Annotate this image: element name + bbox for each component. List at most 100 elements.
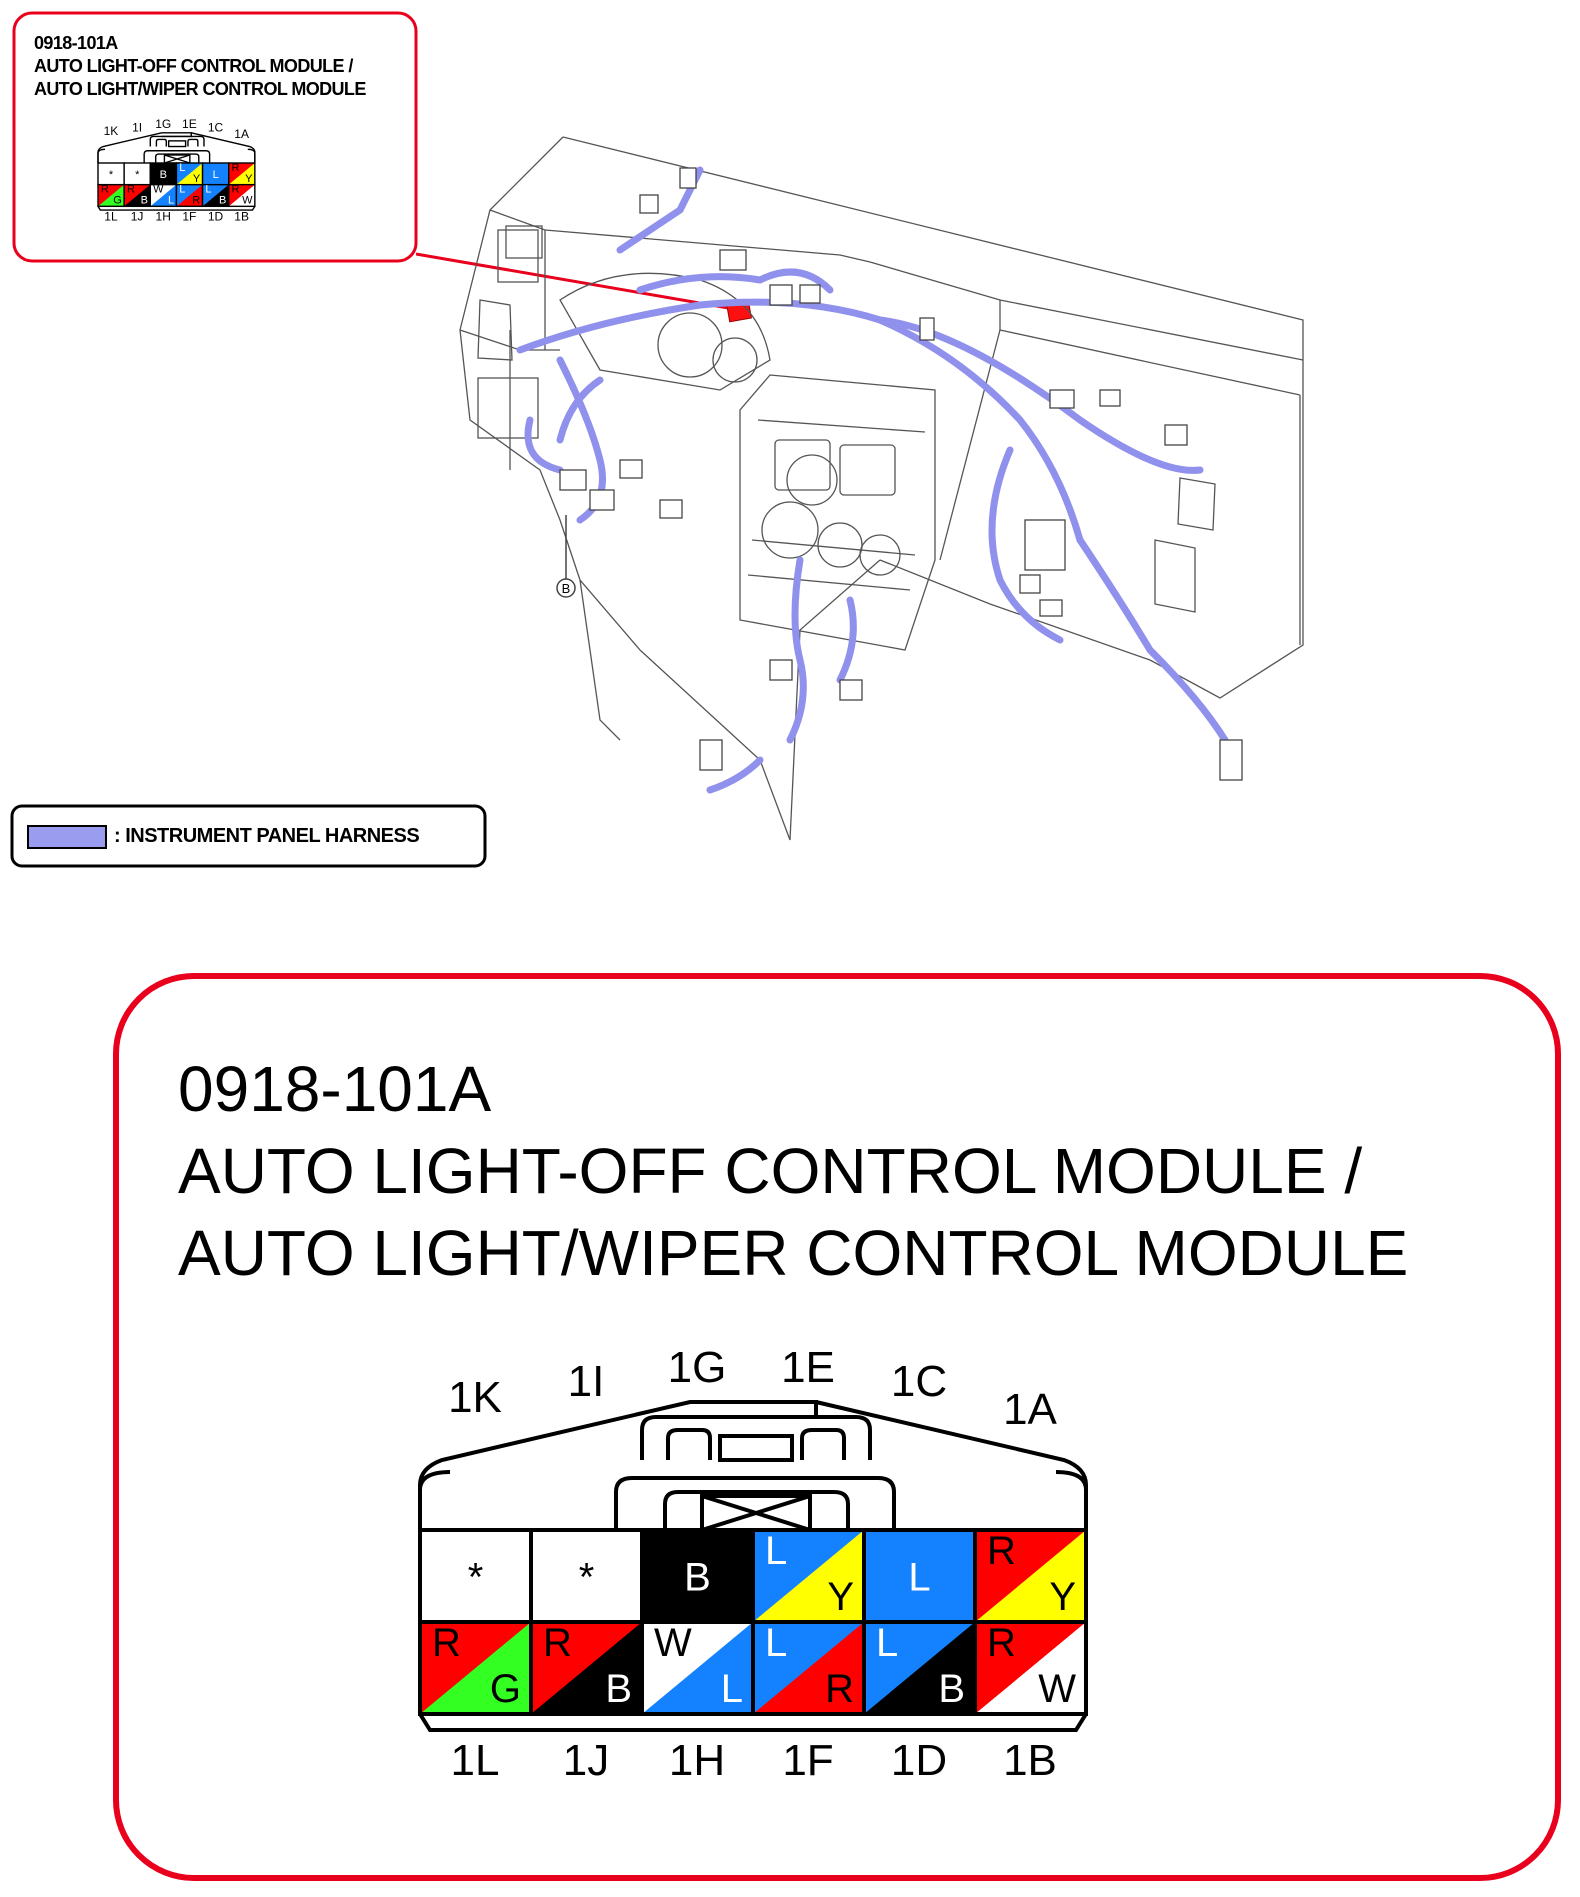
- instrument-panel-harness: [516, 166, 1229, 794]
- pin-wire-color-1J: R: [543, 1621, 572, 1665]
- pin-wire-color-1E: L: [179, 162, 185, 174]
- pin-stripe-1A: [975, 1530, 1086, 1622]
- pin-cell-1G: [150, 163, 177, 185]
- pin-wire-color-1H: W: [153, 184, 164, 196]
- connector-top-bump-left: [666, 1428, 712, 1460]
- pin-stripe-color-1J: B: [141, 195, 148, 207]
- connector-top-ridge: [640, 1415, 872, 1460]
- pin-stripe-1B: [975, 1622, 1086, 1714]
- pin-wire-color-1G: B: [684, 1555, 711, 1599]
- pin-label-1F: 1F: [182, 210, 196, 224]
- connector-top-slot: [167, 140, 187, 148]
- pin-wire-color-1C: L: [908, 1555, 930, 1599]
- pin-stripe-1E: [753, 1530, 864, 1622]
- pin-stripe-1H: [150, 184, 177, 207]
- connector-top-bump-left: [155, 138, 167, 147]
- connector-bottom-edge: [418, 1712, 1088, 1732]
- legend-frame: [10, 804, 487, 868]
- pin-border-1B: [973, 1620, 1088, 1716]
- pin-cell-1C: [864, 1530, 975, 1622]
- pin-stripe-1F: [753, 1622, 864, 1714]
- pin-cell-1C: [202, 163, 229, 185]
- pin-wire-color-1B: R: [232, 184, 240, 196]
- ground-marker-circle: [556, 578, 576, 598]
- connector-top-bump-right: [187, 138, 199, 147]
- pin-label-1G: 1G: [155, 117, 171, 131]
- pin-wire-color-1K: *: [468, 1555, 484, 1599]
- pin-label-1H: 1H: [156, 210, 171, 224]
- pin-cell-1I: [124, 163, 151, 185]
- connector-left-ear: [97, 148, 106, 163]
- pin-wire-color-1F: L: [765, 1621, 787, 1665]
- pin-stripe-1J: [531, 1622, 642, 1714]
- thumbnail-module-line-2: AUTO LIGHT/WIPER CONTROL MODULE: [34, 79, 366, 99]
- pin-wire-color-1I: *: [135, 169, 140, 181]
- pin-label-1B: 1B: [234, 210, 249, 224]
- connector-left-ear: [418, 1470, 451, 1530]
- harness-connectors: [559, 167, 1243, 781]
- connector-right-ear: [1055, 1470, 1088, 1530]
- pin-stripe-1B: [228, 184, 255, 207]
- pin-stripe-color-1B: W: [242, 195, 253, 207]
- pin-label-1J: 1J: [563, 1736, 609, 1785]
- connector-lock-cross: [164, 154, 191, 164]
- pin-stripe-color-1F: R: [825, 1667, 854, 1711]
- pin-label-1L: 1L: [451, 1736, 500, 1785]
- pin-stripe-color-1H: L: [721, 1667, 743, 1711]
- pin-stripe-color-1L: G: [113, 195, 122, 207]
- connector-lock-tab: [143, 150, 211, 163]
- pin-stripe-1D: [202, 184, 229, 207]
- module-line-1: AUTO LIGHT-OFF CONTROL MODULE /: [178, 1135, 1363, 1207]
- pin-cell-1I: [531, 1530, 642, 1622]
- pin-wire-color-1G: B: [160, 169, 167, 181]
- pin-wire-color-1B: R: [987, 1621, 1016, 1665]
- pin-label-1I: 1I: [568, 1357, 605, 1406]
- pin-stripe-1J: [124, 184, 151, 207]
- pin-label-1C: 1C: [208, 120, 224, 134]
- instrument-panel-drawing: [459, 136, 1304, 841]
- large-callout-frame: [113, 973, 1561, 1881]
- pin-wire-color-1A: R: [232, 162, 240, 174]
- pin-stripe-color-1E: Y: [193, 173, 201, 185]
- pin-wire-color-1I: *: [579, 1555, 595, 1599]
- connector-lock-inner: [154, 153, 200, 163]
- pin-label-1L: 1L: [104, 210, 118, 224]
- pin-stripe-1L: [420, 1622, 531, 1714]
- connector-lock-cross: [701, 1494, 811, 1532]
- connector-top-ridge: [149, 135, 205, 147]
- pin-wire-color-1J: R: [127, 184, 135, 196]
- pin-border-1B: [228, 183, 256, 208]
- pin-stripe-1D: [864, 1622, 975, 1714]
- pin-label-1A: 1A: [1003, 1385, 1057, 1434]
- pin-stripe-color-1A: Y: [245, 173, 253, 185]
- pin-wire-color-1H: W: [654, 1621, 692, 1665]
- connector-top-slot: [718, 1434, 794, 1462]
- callout-leader-line: [415, 252, 741, 312]
- pin-label-1A: 1A: [234, 127, 249, 141]
- pin-stripe-color-1L: G: [490, 1667, 521, 1711]
- pin-label-1B: 1B: [1003, 1736, 1057, 1785]
- pin-cell-1K: [98, 163, 125, 185]
- pin-wire-color-1A: R: [987, 1529, 1016, 1573]
- pin-stripe-color-1J: B: [605, 1667, 632, 1711]
- legend-label: : INSTRUMENT PANEL HARNESS: [114, 825, 420, 847]
- pin-wire-color-1L: R: [432, 1621, 461, 1665]
- pin-wire-color-1K: *: [109, 169, 114, 181]
- pin-wire-color-1E: L: [765, 1529, 787, 1573]
- pin-stripe-1L: [98, 184, 125, 207]
- pin-wire-color-1C: L: [213, 169, 219, 181]
- connector-code: 0918-101A: [178, 1053, 492, 1125]
- pin-stripe-1A: [228, 163, 255, 185]
- pin-wire-color-1D: L: [205, 184, 211, 196]
- pin-stripe-color-1H: L: [168, 195, 174, 207]
- pin-stripe-color-1E: Y: [827, 1575, 854, 1619]
- pin-cell-1K: [420, 1530, 531, 1622]
- pin-stripe-color-1F: R: [192, 195, 200, 207]
- thumbnail-connector-code: 0918-101A: [34, 33, 118, 53]
- pin-stripe-color-1D: B: [219, 195, 226, 207]
- pin-label-1F: 1F: [782, 1736, 833, 1785]
- pin-wire-color-1D: L: [876, 1621, 898, 1665]
- pin-label-1E: 1E: [182, 117, 197, 131]
